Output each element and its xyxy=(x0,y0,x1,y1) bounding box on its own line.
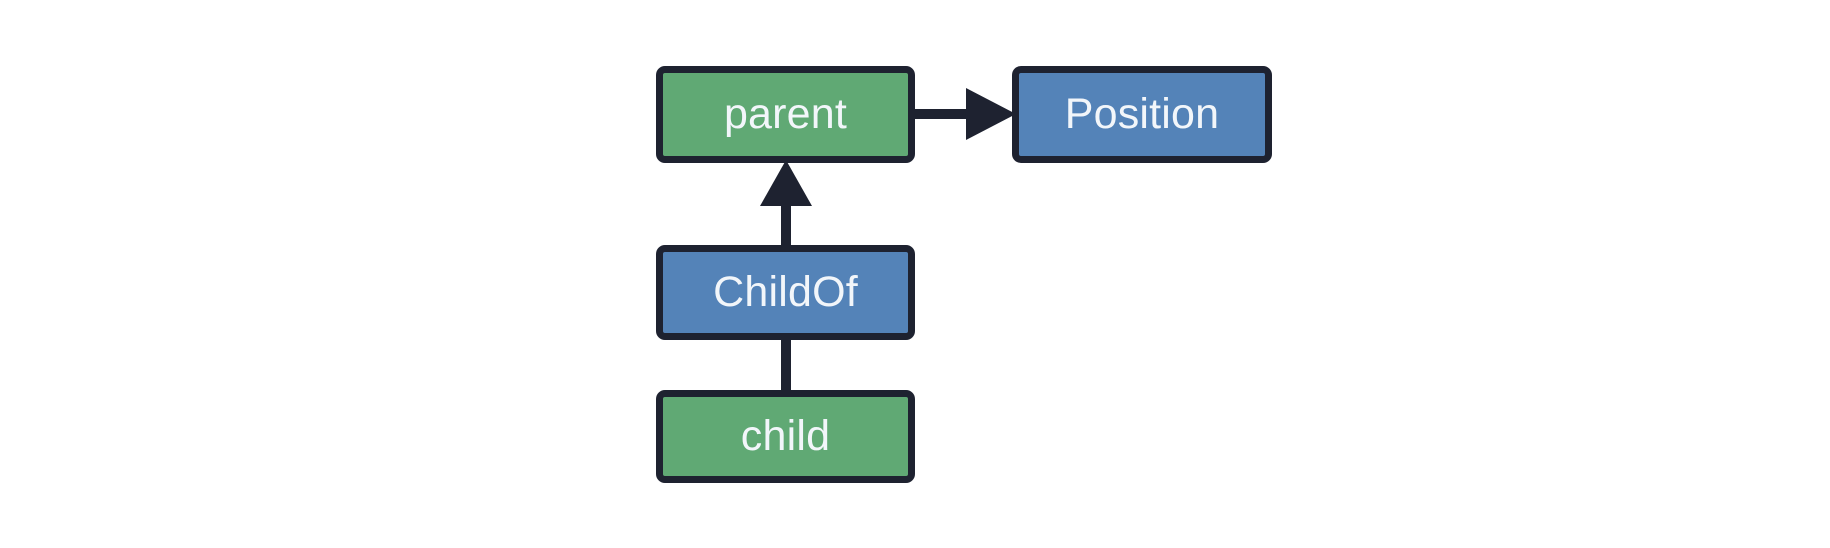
node-position-label: Position xyxy=(1064,90,1220,138)
node-position[interactable]: Position xyxy=(1012,66,1272,163)
edge-childof-to-parent xyxy=(760,160,812,250)
node-childof[interactable]: ChildOf xyxy=(656,245,915,340)
node-childof-label: ChildOf xyxy=(713,268,858,316)
node-parent-label: parent xyxy=(723,90,848,138)
arrowhead-right-icon xyxy=(966,88,1016,140)
node-child[interactable]: child xyxy=(656,390,915,483)
node-child-label: child xyxy=(740,412,831,460)
edge-child-to-childof xyxy=(781,338,791,394)
node-parent[interactable]: parent xyxy=(656,66,915,163)
edge-parent-to-position xyxy=(913,88,1016,140)
arrowhead-up-icon xyxy=(760,160,812,206)
